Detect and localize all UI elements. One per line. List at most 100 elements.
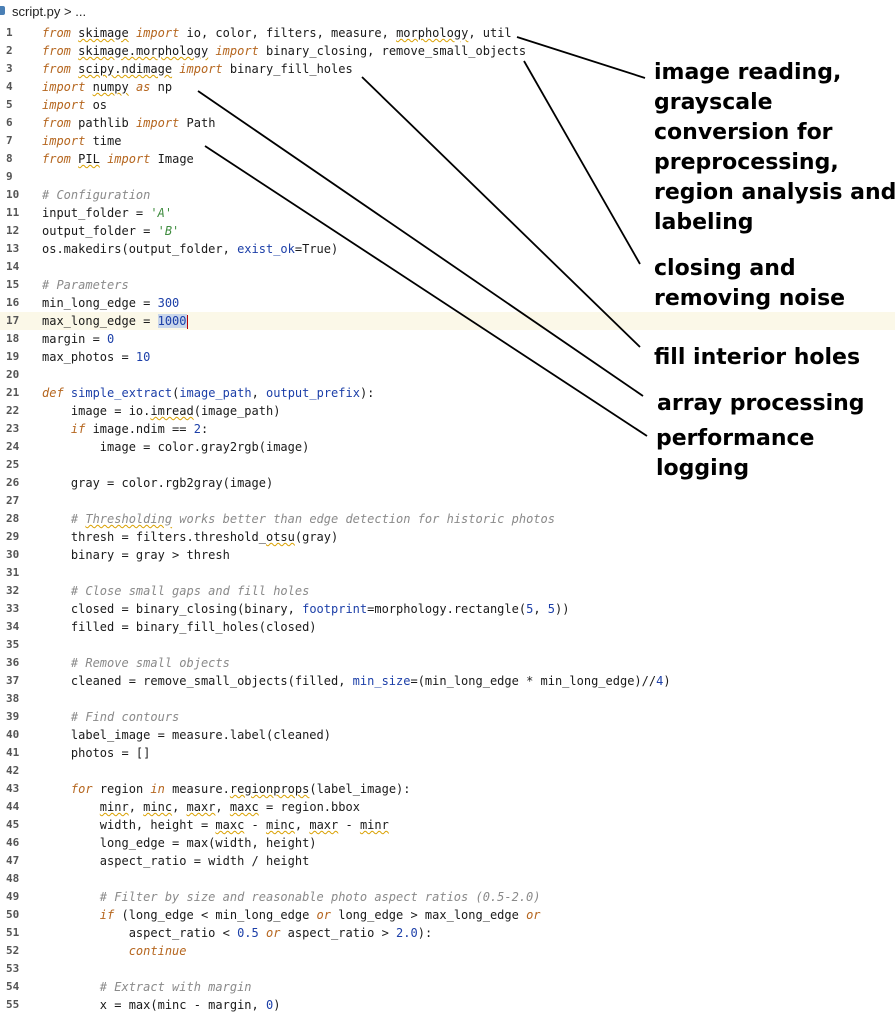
code-text[interactable]: if (long_edge < min_long_edge or long_ed… xyxy=(99,908,541,922)
code-line[interactable]: 39 # Find contours xyxy=(0,708,895,726)
code-line[interactable]: 54 # Extract with margin xyxy=(0,978,895,996)
code-line[interactable]: 50 if (long_edge < min_long_edge or long… xyxy=(0,906,895,924)
breadcrumb[interactable]: script.py > ... xyxy=(12,4,87,19)
code-line[interactable]: 27 xyxy=(0,492,895,510)
code-line[interactable]: 14 xyxy=(0,258,895,276)
code-text[interactable]: for region in measure.regionprops(label_… xyxy=(70,782,411,796)
code-text[interactable]: from skimage import io, color, filters, … xyxy=(42,26,512,40)
code-text[interactable]: from scipy.ndimage import binary_fill_ho… xyxy=(42,62,353,76)
code-line[interactable]: 29 thresh = filters.threshold_otsu(gray) xyxy=(0,528,895,546)
code-text[interactable]: x = max(minc - margin, 0) xyxy=(42,998,281,1012)
code-line[interactable]: 25 xyxy=(0,456,895,474)
code-text[interactable]: # Remove small objects xyxy=(70,656,230,670)
code-text[interactable]: # Parameters xyxy=(42,278,129,292)
code-text[interactable]: from PIL import Image xyxy=(42,152,194,166)
code-text[interactable]: import os xyxy=(42,98,108,112)
code-line[interactable]: 26 gray = color.rgb2gray(image) xyxy=(0,474,895,492)
code-text[interactable]: cleaned = remove_small_objects(filled, m… xyxy=(42,674,671,688)
code-text[interactable]: aspect_ratio < 0.5 or aspect_ratio > 2.0… xyxy=(42,926,433,940)
code-text[interactable]: # Thresholding works better than edge de… xyxy=(70,512,555,526)
code-line[interactable]: 24 image = color.gray2rgb(image) xyxy=(0,438,895,456)
code-text[interactable]: image = color.gray2rgb(image) xyxy=(42,440,310,454)
code-line[interactable]: 15# Parameters xyxy=(0,276,895,294)
code-line[interactable]: 51 aspect_ratio < 0.5 or aspect_ratio > … xyxy=(0,924,895,942)
code-text[interactable]: thresh = filters.threshold_otsu(gray) xyxy=(42,530,339,544)
code-line[interactable]: 30 binary = gray > thresh xyxy=(0,546,895,564)
code-line[interactable]: 40 label_image = measure.label(cleaned) xyxy=(0,726,895,744)
code-text[interactable]: max_long_edge = 1000 xyxy=(42,314,188,329)
code-line[interactable]: 52 continue xyxy=(0,942,895,960)
code-text[interactable]: # Find contours xyxy=(70,710,180,724)
code-text[interactable]: import time xyxy=(42,134,122,148)
code-line[interactable]: 43 for region in measure.regionprops(lab… xyxy=(0,780,895,798)
code-line[interactable]: 38 xyxy=(0,690,895,708)
code-line[interactable]: 28 # Thresholding works better than edge… xyxy=(0,510,895,528)
code-line[interactable]: 33 closed = binary_closing(binary, footp… xyxy=(0,600,895,618)
code-line[interactable]: 44 minr, minc, maxr, maxc = region.bbox xyxy=(0,798,895,816)
code-text[interactable]: photos = [] xyxy=(42,746,151,760)
code-text[interactable]: output_folder = 'B' xyxy=(42,224,180,238)
code-text[interactable]: gray = color.rgb2gray(image) xyxy=(42,476,274,490)
code-text[interactable]: os.makedirs(output_folder, exist_ok=True… xyxy=(42,242,339,256)
code-text[interactable]: import numpy as np xyxy=(42,80,173,94)
code-line[interactable]: 42 xyxy=(0,762,895,780)
code-text[interactable]: # Filter by size and reasonable photo as… xyxy=(99,890,541,904)
code-text[interactable]: # Close small gaps and fill holes xyxy=(70,584,310,598)
code-line[interactable]: 35 xyxy=(0,636,895,654)
code-text[interactable]: min_long_edge = 300 xyxy=(42,296,180,310)
code-text[interactable]: image = io.imread(image_path) xyxy=(42,404,281,418)
code-text[interactable]: max_photos = 10 xyxy=(42,350,151,364)
code-line[interactable]: 10# Configuration xyxy=(0,186,895,204)
code-text[interactable]: closed = binary_closing(binary, footprin… xyxy=(42,602,570,616)
code-text[interactable]: input_folder = 'A' xyxy=(42,206,173,220)
code-line[interactable]: 46 long_edge = max(width, height) xyxy=(0,834,895,852)
code-line[interactable]: 49 # Filter by size and reasonable photo… xyxy=(0,888,895,906)
code-line[interactable]: 31 xyxy=(0,564,895,582)
code-line[interactable]: 41 photos = [] xyxy=(0,744,895,762)
code-text[interactable]: margin = 0 xyxy=(42,332,115,346)
code-line[interactable]: 45 width, height = maxc - minc, maxr - m… xyxy=(0,816,895,834)
code-line[interactable]: 53 xyxy=(0,960,895,978)
code-line[interactable]: 37 cleaned = remove_small_objects(filled… xyxy=(0,672,895,690)
code-text[interactable]: # Extract with margin xyxy=(99,980,252,994)
code-text[interactable]: from skimage.morphology import binary_cl… xyxy=(42,44,527,58)
code-text[interactable]: minr, minc, maxr, maxc = region.bbox xyxy=(99,800,360,814)
code-line[interactable]: 20 xyxy=(0,366,895,384)
code-line[interactable]: 36 # Remove small objects xyxy=(0,654,895,672)
code-text[interactable]: aspect_ratio = width / height xyxy=(42,854,310,868)
code-text[interactable]: continue xyxy=(128,944,187,958)
code-text[interactable]: def simple_extract(image_path, output_pr… xyxy=(42,386,375,400)
code-line[interactable]: 55 x = max(minc - margin, 0) xyxy=(0,996,895,1014)
code-line[interactable]: 47 aspect_ratio = width / height xyxy=(0,852,895,870)
code-text[interactable]: filled = binary_fill_holes(closed) xyxy=(42,620,317,634)
code-line[interactable]: 22 image = io.imread(image_path) xyxy=(0,402,895,420)
code-line[interactable]: 23 if image.ndim == 2: xyxy=(0,420,895,438)
code-line[interactable]: 48 xyxy=(0,870,895,888)
code-text[interactable]: if image.ndim == 2: xyxy=(70,422,209,436)
code-text[interactable]: label_image = measure.label(cleaned) xyxy=(42,728,331,742)
code-text[interactable]: binary = gray > thresh xyxy=(42,548,230,562)
code-line[interactable]: 34 filled = binary_fill_holes(closed) xyxy=(0,618,895,636)
code-line[interactable]: 9 xyxy=(0,168,895,186)
code-text[interactable]: width, height = maxc - minc, maxr - minr xyxy=(42,818,389,832)
code-line[interactable]: 32 # Close small gaps and fill holes xyxy=(0,582,895,600)
code-text[interactable]: from pathlib import Path xyxy=(42,116,216,130)
code-text[interactable]: # Configuration xyxy=(42,188,151,202)
